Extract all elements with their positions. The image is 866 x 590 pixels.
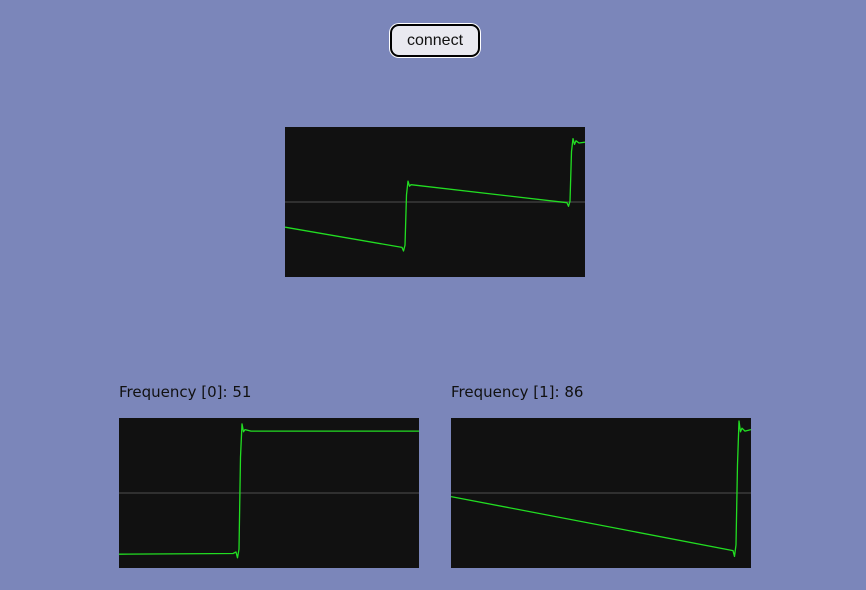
scope-trace [285, 137, 585, 252]
frequency-value-1: 86 [564, 383, 584, 401]
oscilloscope-channel-0 [119, 418, 419, 568]
oscilloscope-channel-1 [451, 418, 751, 568]
scope-trace [451, 420, 751, 558]
frequency-value-0: 51 [232, 383, 252, 401]
oscilloscope-main [285, 127, 585, 277]
frequency-label-1: Frequency [1]: 86 [451, 383, 583, 401]
frequency-label-0: Frequency [0]: 51 [119, 383, 251, 401]
frequency-label-1-prefix: Frequency [1]: [451, 383, 565, 401]
scope-trace [119, 423, 419, 559]
frequency-label-0-prefix: Frequency [0]: [119, 383, 233, 401]
connect-button[interactable]: connect [390, 24, 480, 57]
